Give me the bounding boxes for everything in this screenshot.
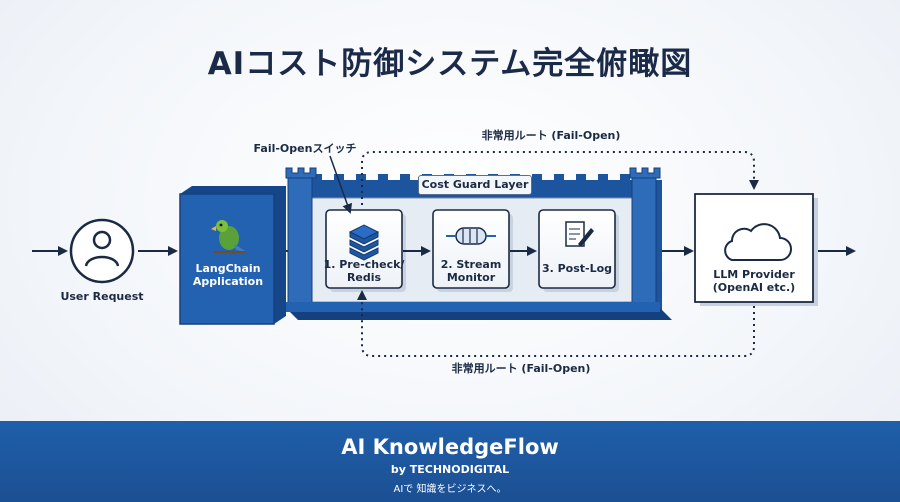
document-edit-icon — [565, 221, 594, 247]
step2-label-line2: Monitor — [446, 271, 496, 284]
footer-banner — [0, 421, 900, 502]
step2-label-line1: 2. Stream — [440, 258, 502, 271]
bypass-bottom-label: 非常用ルート (Fail-Open) — [451, 362, 591, 375]
footer-brand: AI KnowledgeFlow — [341, 435, 559, 459]
user-icon — [69, 218, 135, 284]
llm-provider-label-line2: (OpenAI etc.) — [712, 281, 796, 294]
footer-byline: by TECHNODIGITAL — [390, 463, 510, 476]
failopen-switch-label: Fail-Openスイッチ — [253, 142, 357, 155]
stream-monitor-icon — [446, 227, 496, 245]
footer-tagline: AIで 知識をビジネスへ。 — [393, 484, 507, 495]
llm-provider-label-line1: LLM Provider — [713, 268, 795, 281]
redis-icon — [348, 224, 380, 261]
bypass-top-label: 非常用ルート (Fail-Open) — [481, 129, 621, 142]
cost-guard-layer-label: Cost Guard Layer — [418, 175, 532, 195]
switch-pointer-arrow — [329, 155, 353, 214]
langchain-label-line2: Application — [192, 275, 264, 288]
langchain-label-line1: LangChain — [195, 262, 261, 275]
cloud-icon — [724, 223, 792, 261]
step3-label: 3. Post-Log — [541, 262, 613, 275]
user-request-label: User Request — [60, 290, 144, 303]
parrot-icon — [211, 220, 247, 253]
step3-card — [538, 209, 619, 292]
step1-label-line1: 1. Pre-check/ — [323, 258, 405, 271]
architecture-diagram — [32, 151, 856, 357]
langchain-application-block — [179, 186, 286, 325]
step1-label-line2: Redis — [346, 271, 382, 284]
page-title: AIコスト防御システム完全俯瞰図 — [207, 46, 693, 82]
